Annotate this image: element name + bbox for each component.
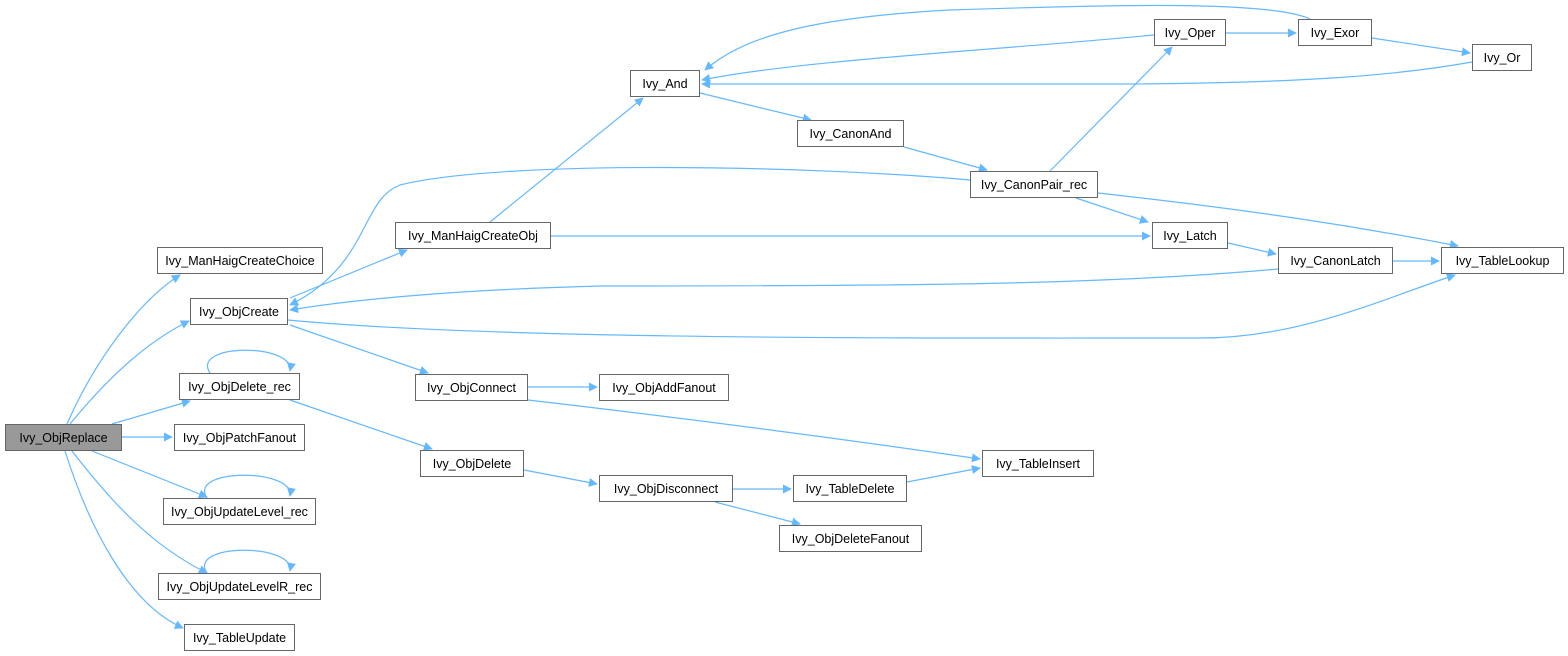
node-delete[interactable]: Ivy_ObjDelete: [420, 450, 524, 477]
node-mhchoice[interactable]: Ivy_ManHaigCreateChoice: [157, 247, 323, 274]
node-create[interactable]: Ivy_ObjCreate: [190, 298, 288, 325]
node-exor[interactable]: Ivy_Exor: [1298, 19, 1372, 46]
node-canonlatch[interactable]: Ivy_CanonLatch: [1278, 247, 1393, 274]
edge-replace-to-delrec: [111, 398, 191, 425]
edge-create-to-mhobj: [289, 248, 408, 299]
edge-canonpair-to-latch: [1075, 197, 1149, 224]
edge-replace-to-create: [69, 320, 190, 425]
node-latch[interactable]: Ivy_Latch: [1152, 222, 1228, 249]
edge-create-to-tlookup: [287, 273, 1456, 339]
node-and[interactable]: Ivy_And: [630, 70, 700, 97]
edge-exor-to-or: [1371, 37, 1471, 57]
edge-create-to-connect: [289, 324, 429, 375]
edge-mhobj-to-and: [489, 97, 644, 223]
edge-or-to-and: [701, 61, 1473, 89]
node-updrrec[interactable]: Ivy_ObjUpdateLevelR_rec: [158, 573, 321, 600]
edge-latch-to-canonlatch: [1227, 242, 1277, 257]
edge-replace-to-updrec: [91, 450, 208, 499]
edge-tdelete-to-tinsert: [906, 465, 981, 483]
node-oper[interactable]: Ivy_Oper: [1154, 19, 1226, 46]
node-tdelete[interactable]: Ivy_TableDelete: [793, 475, 907, 502]
edge-canonpair-to-oper: [1049, 46, 1173, 172]
edge-connect-to-tinsert: [527, 399, 981, 463]
edge-replace-to-updrrec: [71, 450, 208, 574]
node-or[interactable]: Ivy_Or: [1472, 44, 1532, 71]
node-canonpair[interactable]: Ivy_CanonPair_rec: [970, 171, 1098, 198]
node-tlookup[interactable]: Ivy_TableLookup: [1441, 247, 1564, 274]
edge-replace-to-mhchoice: [66, 274, 181, 425]
edge-updrrec-to-updrrec: [203, 549, 296, 574]
edge-exor-to-and: [704, 4, 1311, 71]
node-tinsert[interactable]: Ivy_TableInsert: [982, 450, 1094, 477]
edge-canonpair-to-create: [289, 166, 971, 306]
edge-updrec-to-updrec: [203, 474, 296, 499]
node-delfanout[interactable]: Ivy_ObjDeleteFanout: [779, 525, 922, 552]
edge-canonand-to-canonpair: [903, 146, 988, 173]
node-addfanout[interactable]: Ivy_ObjAddFanout: [599, 374, 729, 401]
node-tupdate[interactable]: Ivy_TableUpdate: [184, 624, 295, 651]
edge-delrec-to-delete: [289, 399, 433, 451]
node-mhobj[interactable]: Ivy_ManHaigCreateObj: [395, 222, 551, 249]
edge-canonlatch-to-create: [289, 268, 1279, 314]
node-patch[interactable]: Ivy_ObjPatchFanout: [174, 424, 305, 451]
edge-disconnect-to-delfanout: [714, 501, 801, 527]
edge-delete-to-disconnect: [523, 469, 598, 487]
node-canonand[interactable]: Ivy_CanonAnd: [797, 120, 904, 147]
edge-oper-to-and: [701, 34, 1155, 83]
edge-canonpair-to-tlookup: [1097, 192, 1459, 249]
node-replace[interactable]: Ivy_ObjReplace: [5, 424, 122, 451]
node-updrec[interactable]: Ivy_ObjUpdateLevel_rec: [163, 498, 316, 525]
node-delrec[interactable]: Ivy_ObjDelete_rec: [179, 373, 300, 400]
edge-and-to-canonand: [699, 92, 812, 123]
node-connect[interactable]: Ivy_ObjConnect: [415, 374, 528, 401]
edge-replace-to-tupdate: [64, 450, 184, 629]
node-disconnect[interactable]: Ivy_ObjDisconnect: [599, 475, 733, 502]
edge-delrec-to-delrec: [206, 349, 296, 374]
